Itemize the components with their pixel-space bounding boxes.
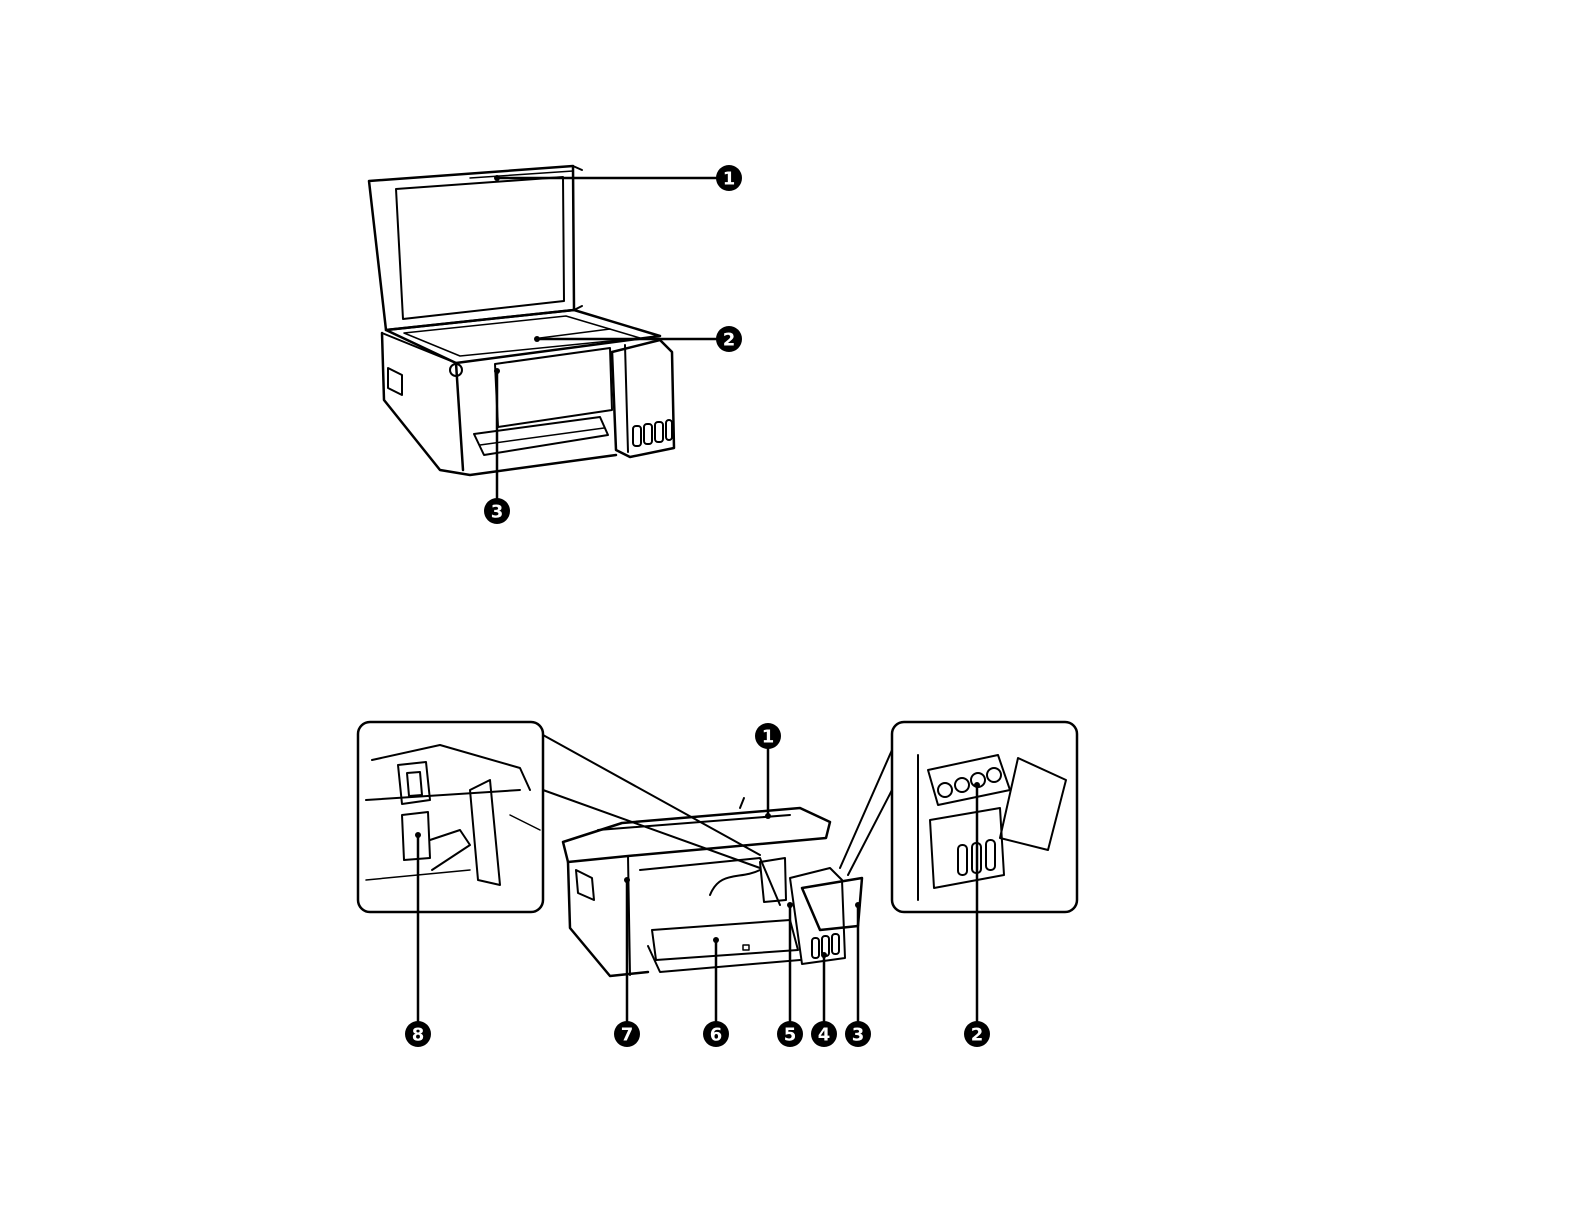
callout-top-3-label: 3 bbox=[491, 502, 504, 523]
ink-tank-unit bbox=[612, 340, 674, 457]
callout-bottom-8: 8 bbox=[405, 1021, 431, 1047]
printer-open-view: 1 2 3 4 5 6 7 8 bbox=[358, 722, 1077, 1047]
callout-dot-bottom-1 bbox=[765, 813, 771, 819]
callout-dot-top-2 bbox=[534, 336, 540, 342]
callout-bottom-6-label: 6 bbox=[710, 1025, 723, 1046]
inset-left bbox=[358, 722, 543, 912]
zoom-line-right-1 bbox=[840, 750, 892, 868]
callout-bottom-6: 6 bbox=[703, 1021, 729, 1047]
callout-top-2-label: 2 bbox=[723, 330, 736, 351]
printer-top-view: 1 2 3 bbox=[369, 165, 742, 524]
callout-bottom-5-label: 5 bbox=[784, 1025, 797, 1046]
callout-bottom-7-label: 7 bbox=[621, 1025, 634, 1046]
callout-bottom-2-label: 2 bbox=[971, 1025, 984, 1046]
callout-dot-bottom-8 bbox=[415, 832, 421, 838]
callout-dot-bottom-6 bbox=[713, 937, 719, 943]
callout-dot-bottom-2 bbox=[974, 782, 980, 788]
callout-bottom-3: 3 bbox=[845, 1021, 871, 1047]
callout-bottom-1: 1 bbox=[755, 723, 781, 749]
callout-top-1-label: 1 bbox=[723, 169, 736, 190]
printer-body bbox=[382, 333, 616, 475]
scanner-lid bbox=[369, 166, 582, 330]
callout-dot-bottom-4 bbox=[821, 952, 827, 958]
callout-bottom-8-label: 8 bbox=[412, 1025, 425, 1046]
callout-bottom-1-label: 1 bbox=[762, 727, 775, 748]
callout-dot-bottom-5 bbox=[787, 902, 793, 908]
callout-bottom-2: 2 bbox=[964, 1021, 990, 1047]
ink-tank-open bbox=[790, 868, 862, 964]
zoom-line-left-2 bbox=[543, 790, 760, 868]
callout-top-1: 1 bbox=[716, 165, 742, 191]
callout-bottom-3-label: 3 bbox=[852, 1025, 865, 1046]
callout-dot-bottom-7 bbox=[624, 877, 630, 883]
callout-dot-top-3 bbox=[494, 368, 500, 374]
callout-top-3: 3 bbox=[484, 498, 510, 524]
callout-bottom-4-label: 4 bbox=[818, 1025, 831, 1046]
callout-top-2: 2 bbox=[716, 326, 742, 352]
callout-dot-top-1 bbox=[494, 175, 500, 181]
callout-bottom-4: 4 bbox=[811, 1021, 837, 1047]
callout-bottom-5: 5 bbox=[777, 1021, 803, 1047]
callout-bottom-7: 7 bbox=[614, 1021, 640, 1047]
scanner-glass bbox=[386, 310, 660, 363]
callout-dot-bottom-3 bbox=[855, 902, 861, 908]
inset-right bbox=[892, 722, 1077, 912]
